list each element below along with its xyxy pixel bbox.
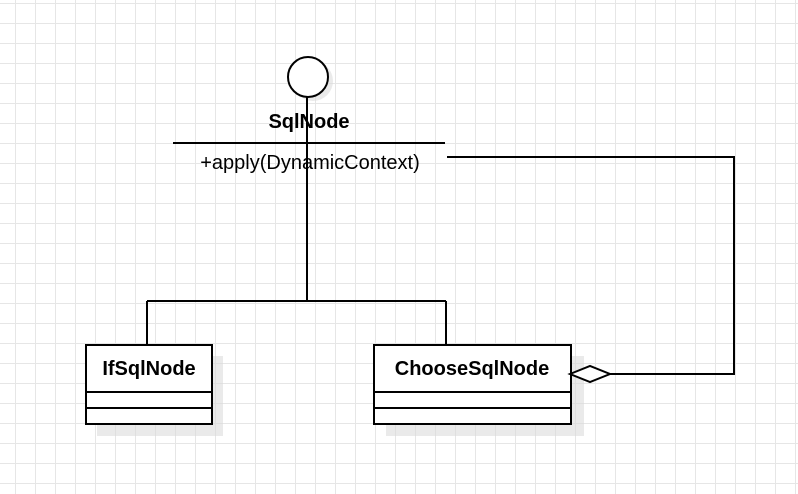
- class-choosesqlnode-name: ChooseSqlNode: [395, 358, 549, 380]
- interface-sqlnode[interactable]: SqlNode +apply(DynamicContext): [173, 56, 445, 174]
- aggregation-diamond-icon: [567, 364, 613, 384]
- interface-name: SqlNode: [268, 111, 349, 133]
- class-ifsqlnode-box: [85, 344, 213, 425]
- aggregation-connector[interactable]: [447, 156, 735, 384]
- class-ifsqlnode[interactable]: IfSqlNode: [85, 344, 223, 436]
- inheritance-connector: [146, 97, 447, 345]
- interface-circle-icon: [287, 56, 329, 98]
- class-ifsqlnode-name: IfSqlNode: [102, 358, 195, 380]
- class-choosesqlnode[interactable]: ChooseSqlNode: [373, 344, 584, 436]
- aggregation-line: [447, 156, 735, 375]
- interface-method: +apply(DynamicContext): [200, 152, 420, 174]
- class-choosesqlnode-box: [373, 344, 572, 425]
